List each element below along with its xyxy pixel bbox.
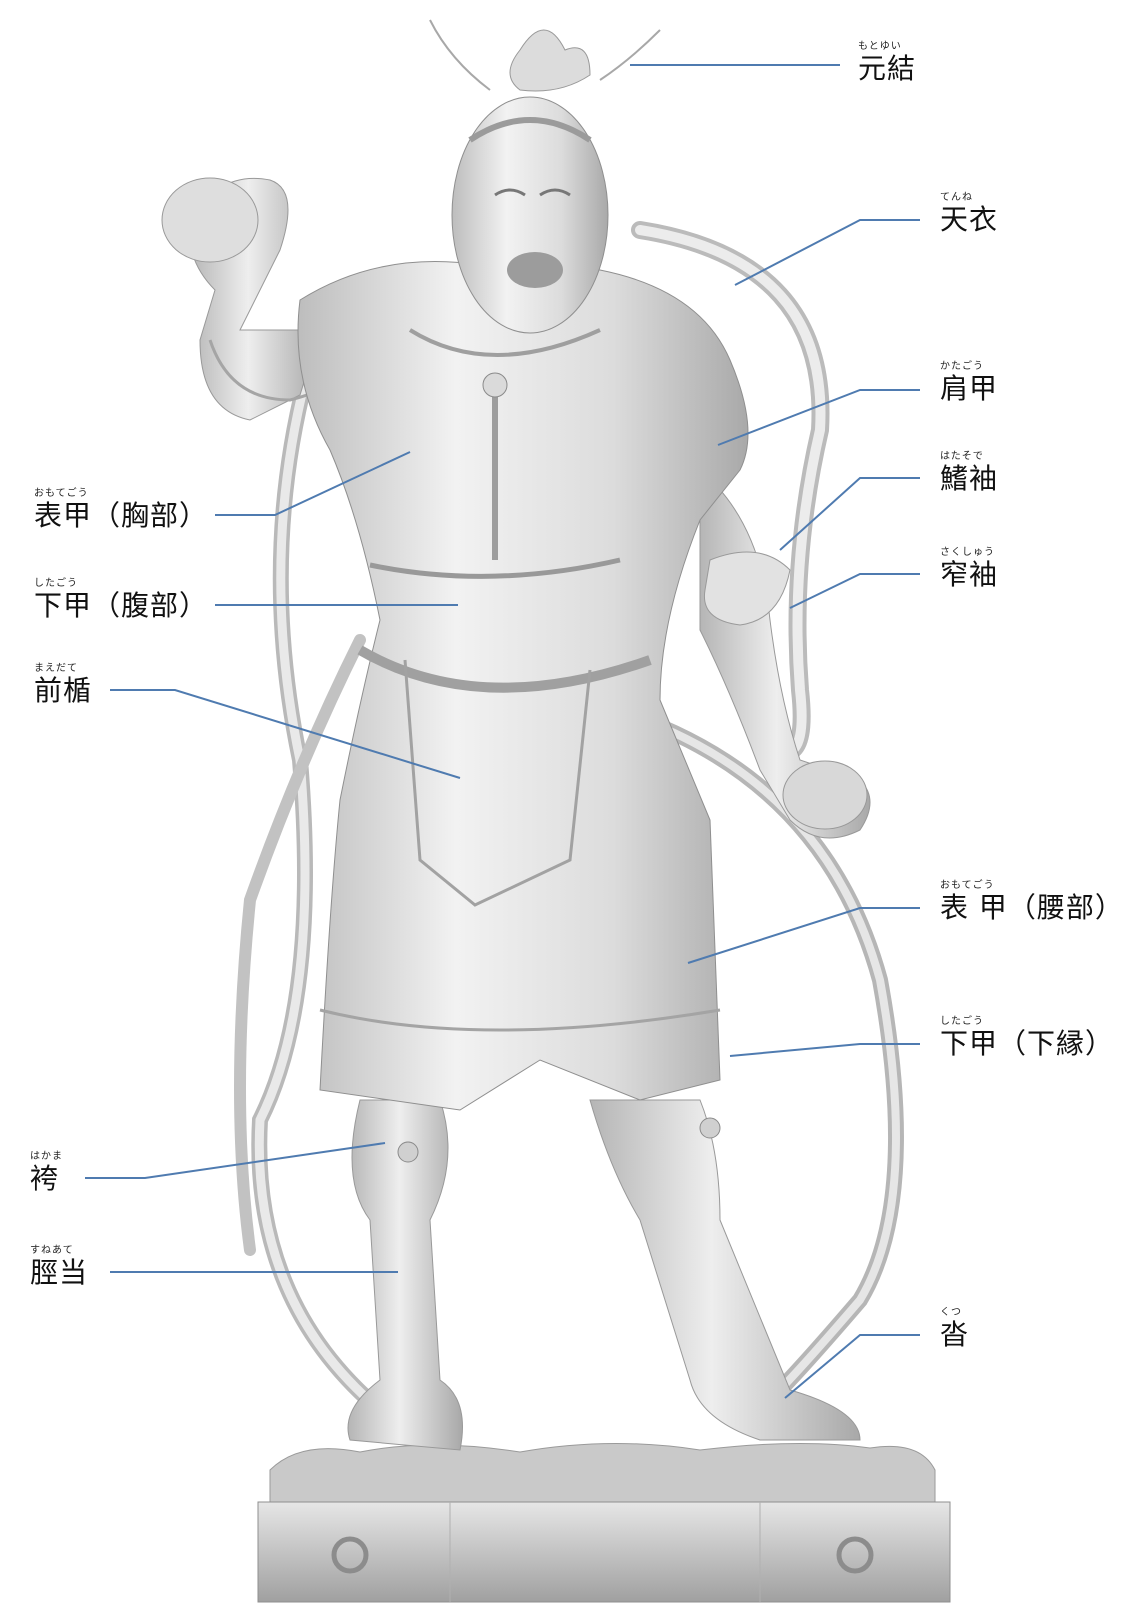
label-shitagou-hem-ruby: したごう — [940, 1017, 1114, 1027]
label-motoyui-text: 元結 — [858, 55, 916, 83]
label-hatasode-ruby: はたそで — [940, 452, 998, 462]
label-sakushuu: さくしゅう 窄袖 — [940, 548, 998, 589]
label-tenne-ruby: てんね — [940, 193, 998, 203]
label-omotegou-chest-ruby: おもてごう — [34, 489, 208, 499]
label-shitagou-belly: したごう 下甲（腹部） — [34, 579, 208, 620]
label-hatasode: はたそで 鰭袖 — [940, 452, 998, 493]
label-omotegou-chest-text: 表甲（胸部） — [34, 502, 208, 530]
label-omotegou-waist: おもてごう 表 甲（腰部） — [940, 881, 1124, 922]
label-maedate-ruby: まえだて — [34, 664, 92, 674]
label-kutsu-ruby: くつ — [940, 1308, 969, 1318]
label-omotegou-waist-ruby: おもてごう — [940, 881, 1124, 891]
label-hakama-ruby: はかま — [30, 1152, 63, 1162]
label-maedate: まえだて 前楯 — [34, 664, 92, 705]
label-suneate-text: 脛当 — [30, 1259, 88, 1287]
label-hakama-text: 袴 — [30, 1165, 63, 1193]
label-tenne-text: 天衣 — [940, 206, 998, 234]
leader-line-sakushuu — [790, 574, 920, 608]
label-katagou: かたごう 肩甲 — [940, 362, 998, 403]
label-kutsu: くつ 沓 — [940, 1308, 969, 1349]
label-shitagou-hem-text: 下甲（下縁） — [940, 1030, 1114, 1058]
label-tenne: てんね 天衣 — [940, 193, 998, 234]
torso-armor — [298, 262, 748, 1110]
label-kutsu-text: 沓 — [940, 1321, 969, 1349]
label-suneate-ruby: すねあて — [30, 1246, 88, 1256]
label-hatasode-text: 鰭袖 — [940, 465, 998, 493]
leader-line-omotegou-waist — [688, 908, 920, 963]
label-shitagou-belly-text: 下甲（腹部） — [34, 592, 208, 620]
label-omotegou-chest: おもてごう 表甲（胸部） — [34, 489, 208, 530]
label-sakushuu-text: 窄袖 — [940, 561, 998, 589]
leader-line-hakama — [85, 1143, 385, 1178]
label-hakama: はかま 袴 — [30, 1152, 63, 1193]
label-motoyui-ruby: もとゆい — [858, 42, 916, 52]
label-shitagou-hem: したごう 下甲（下縁） — [940, 1017, 1114, 1058]
label-maedate-text: 前楯 — [34, 677, 92, 705]
label-shitagou-belly-ruby: したごう — [34, 579, 208, 589]
label-omotegou-waist-text: 表 甲（腰部） — [940, 894, 1124, 922]
lowered-arm — [700, 470, 870, 838]
pedestal — [258, 1443, 950, 1602]
label-motoyui: もとゆい 元結 — [858, 42, 916, 83]
label-katagou-text: 肩甲 — [940, 375, 998, 403]
label-sakushuu-ruby: さくしゅう — [940, 548, 998, 558]
label-suneate: すねあて 脛当 — [30, 1246, 88, 1287]
legs — [348, 1100, 860, 1450]
label-katagou-ruby: かたごう — [940, 362, 998, 372]
